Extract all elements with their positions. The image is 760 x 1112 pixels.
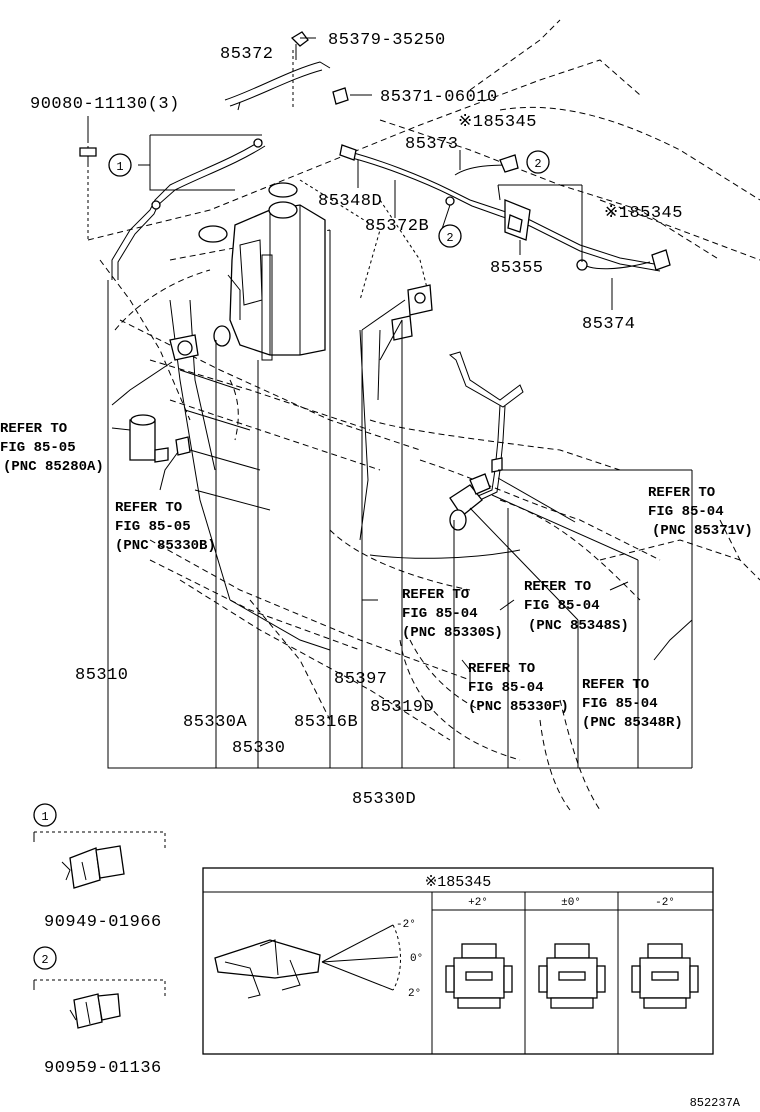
detail-clip-1: 1 90949-01966	[33, 803, 166, 932]
svg-text:FIG 85-04: FIG 85-04	[582, 696, 658, 712]
connector-85348D-icon	[339, 144, 357, 161]
svg-text:2: 2	[41, 953, 48, 967]
label-85372B: 85372B	[365, 217, 429, 236]
nozzle-view-zero	[538, 943, 606, 1009]
label-85373: 85373	[405, 135, 459, 154]
refer-block-85348S: REFER TO FIG 85-04 (PNC 85348S)	[524, 579, 629, 634]
svg-text:REFER TO: REFER TO	[582, 677, 649, 693]
svg-text:REFER TO: REFER TO	[468, 661, 535, 677]
nozzle-angle-table: ※185345 +2° ±0° -2° -2° 0° 2°	[202, 867, 714, 1055]
svg-text:FIG 85-04: FIG 85-04	[468, 680, 544, 696]
svg-text:FIG 85-04: FIG 85-04	[402, 606, 478, 622]
svg-text:-2°: -2°	[396, 919, 416, 931]
svg-text:(PNC 85371V): (PNC 85371V)	[652, 523, 753, 539]
hose-85372	[224, 50, 331, 111]
nozzle-view-minus2	[631, 943, 699, 1009]
callout-2-mid: 2	[438, 224, 462, 248]
nozzle-85345-right-icon	[651, 249, 671, 271]
label-85355: 85355	[490, 259, 544, 278]
svg-text:FIG 85-04: FIG 85-04	[524, 598, 600, 614]
label-90959-01136: 90959-01136	[44, 1059, 162, 1078]
refer-block-85330B: REFER TO FIG 85-05 (PNC 85330B)	[115, 500, 216, 554]
angle-table-title: ※185345	[425, 874, 492, 891]
svg-text:REFER TO: REFER TO	[0, 421, 67, 437]
label-90080-11130: 90080-11130(3)	[30, 95, 180, 114]
col-minus2: -2°	[655, 897, 675, 909]
svg-text:0°: 0°	[410, 953, 423, 965]
label-85330A: 85330A	[183, 713, 248, 732]
svg-text:1: 1	[41, 810, 48, 824]
pump-85330A-icon	[169, 334, 199, 361]
label-85330: 85330	[232, 739, 286, 758]
pump-85330S-icon	[449, 473, 491, 531]
svg-text:FIG 85-05: FIG 85-05	[115, 519, 191, 535]
clip-85371-icon	[332, 87, 349, 105]
callout-1-top: 1	[108, 153, 132, 177]
svg-text:2°: 2°	[408, 988, 421, 1000]
svg-text:REFER TO: REFER TO	[524, 579, 591, 595]
bolt-90080-icon	[79, 140, 97, 240]
clip-85379-icon	[290, 31, 309, 47]
svg-text:FIG 85-04: FIG 85-04	[648, 504, 724, 520]
refer-block-85330F: REFER TO FIG 85-04 (PNC 85330F)	[468, 661, 569, 715]
nozzle-spray-drawing: -2° 0° 2°	[214, 919, 423, 1000]
hose-85373	[349, 151, 661, 272]
part-labels: 85379-35250 85372 85371-06010 90080-1113…	[30, 31, 683, 809]
col-plus2: +2°	[468, 897, 488, 909]
svg-text:REFER TO: REFER TO	[115, 500, 182, 516]
label-85372: 85372	[220, 45, 274, 64]
label-85374: 85374	[582, 315, 636, 334]
washer-reservoir	[198, 182, 326, 361]
svg-text:(PNC 85348S): (PNC 85348S)	[528, 618, 629, 634]
nozzle-85345-left-icon	[499, 154, 519, 173]
refer-block-85371V: REFER TO FIG 85-04 (PNC 85371V)	[648, 485, 753, 539]
svg-text:(PNC 85330F): (PNC 85330F)	[468, 699, 569, 715]
refer-block-85330S: REFER TO FIG 85-04 (PNC 85330S)	[402, 587, 503, 641]
grille-outline	[169, 299, 521, 651]
refer-block-85280A: REFER TO FIG 85-05 (PNC 85280A)	[0, 421, 104, 475]
diagram-code: 852237A	[690, 1096, 741, 1110]
label-85371-06010: 85371-06010	[380, 88, 498, 107]
svg-text:(PNC 85330S): (PNC 85330S)	[402, 625, 503, 641]
label-85319D: 85319D	[370, 698, 434, 717]
label-85379-35250: 85379-35250	[328, 31, 446, 50]
label-85316B: 85316B	[294, 713, 358, 732]
sensor-85397-icon	[407, 284, 433, 316]
grommet-85330-icon	[213, 325, 231, 347]
svg-text:2: 2	[534, 157, 541, 171]
nozzle-view-plus2	[445, 943, 513, 1009]
svg-text:1: 1	[116, 160, 123, 174]
leader-lines	[87, 37, 693, 769]
hose-left	[111, 138, 266, 280]
label-85310: 85310	[75, 666, 129, 685]
valve-85355-icon	[504, 199, 531, 241]
svg-text:REFER TO: REFER TO	[402, 587, 469, 603]
callout-2-top: 2	[526, 150, 550, 174]
col-zero: ±0°	[561, 897, 581, 909]
svg-text:REFER TO: REFER TO	[648, 485, 715, 501]
svg-text:(PNC 85330B): (PNC 85330B)	[115, 538, 216, 554]
svg-text:(PNC 85348R): (PNC 85348R)	[582, 715, 683, 731]
label-85330D: 85330D	[352, 790, 416, 809]
label-85345-top: ※185345	[458, 113, 537, 132]
label-85348D: 85348D	[318, 192, 382, 211]
label-85397: 85397	[334, 670, 388, 689]
detail-clip-2: 2 90959-01136	[33, 946, 166, 1078]
svg-text:FIG 85-05: FIG 85-05	[0, 440, 76, 456]
label-90949-01966: 90949-01966	[44, 913, 162, 932]
refer-block-85348R: REFER TO FIG 85-04 (PNC 85348R)	[582, 677, 683, 731]
svg-text:2: 2	[446, 231, 453, 245]
svg-text:(PNC 85280A): (PNC 85280A)	[3, 459, 104, 475]
label-85345-right: ※185345	[604, 204, 683, 223]
pump-85280A-icon	[129, 414, 191, 463]
